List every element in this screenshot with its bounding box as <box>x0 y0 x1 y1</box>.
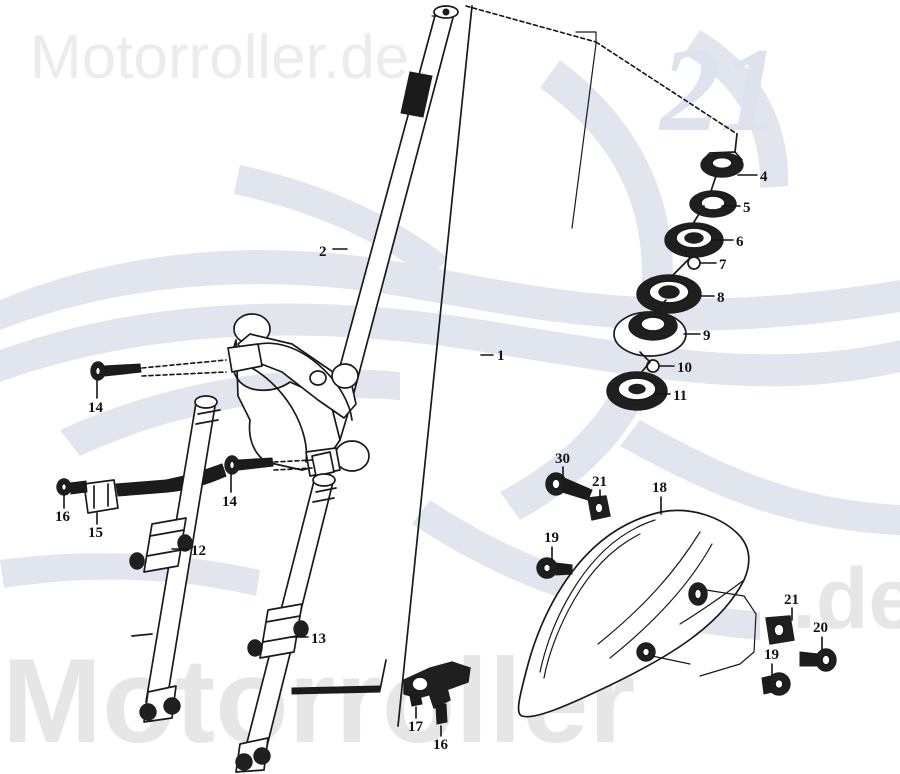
callout-label: 5 <box>743 200 751 216</box>
callout-20[interactable]: 20 <box>813 620 828 651</box>
callout-14-lower[interactable]: 14 <box>222 473 238 510</box>
callout-19-right[interactable]: 19 <box>764 647 779 677</box>
callout-18[interactable]: 18 <box>652 480 667 515</box>
part-14-pinch-bolt-upper <box>90 359 227 381</box>
callout-11[interactable]: 11 <box>655 388 687 404</box>
callout-5[interactable]: 5 <box>721 200 751 216</box>
callout-label: 14 <box>88 400 104 416</box>
callout-label: 21 <box>592 474 607 490</box>
callout-13[interactable]: 13 <box>291 631 326 647</box>
callout-label: 7 <box>719 257 727 273</box>
callout-label: 19 <box>544 530 559 546</box>
part-11-lower-race <box>606 361 668 411</box>
callout-17[interactable]: 17 <box>408 706 424 735</box>
part-4-top-nut <box>700 151 744 178</box>
part-16-guide-screw <box>56 478 88 496</box>
callout-8[interactable]: 8 <box>699 290 725 306</box>
callout-label: 10 <box>677 360 692 376</box>
callout-16-bottom[interactable]: 16 <box>433 725 449 753</box>
callout-label: 20 <box>813 620 828 636</box>
part-bottom-rod <box>291 659 387 695</box>
callout-9[interactable]: 9 <box>683 328 711 344</box>
part-8-bearing-race <box>636 257 702 314</box>
callout-label: 16 <box>55 509 71 525</box>
watermark-right-text: .de <box>792 551 900 647</box>
part-21-fender-nut-upper <box>587 495 611 521</box>
callout-10[interactable]: 10 <box>659 360 692 376</box>
part-19-fender-bolt-left <box>536 557 573 579</box>
part-17-hose-clamp <box>403 661 471 707</box>
callout-label: 17 <box>408 719 424 735</box>
callout-7[interactable]: 7 <box>700 257 727 273</box>
callout-label: 19 <box>764 647 779 663</box>
callout-label: 8 <box>717 290 725 306</box>
part-30-washer-bolt <box>545 472 593 501</box>
callout-4[interactable]: 4 <box>737 169 768 185</box>
callout-1[interactable]: 1 <box>480 348 505 364</box>
callout-label: 18 <box>652 480 667 496</box>
callout-label: 21 <box>784 592 799 608</box>
callout-21-lower[interactable]: 21 <box>784 592 799 621</box>
callout-12[interactable]: 12 <box>171 543 206 559</box>
callout-label: 2 <box>319 244 327 260</box>
part-21-fender-nut-lower <box>765 615 795 645</box>
part-steering-stem <box>397 5 738 727</box>
callout-15[interactable]: 15 <box>88 512 103 541</box>
callout-label: 9 <box>703 328 711 344</box>
callout-label: 4 <box>760 169 768 185</box>
callout-30[interactable]: 30 <box>555 451 570 479</box>
callout-label: 12 <box>191 543 206 559</box>
callout-21-upper[interactable]: 21 <box>592 474 607 501</box>
brand-logo-mark: 21 <box>658 23 780 156</box>
callout-label: 15 <box>88 525 103 541</box>
part-19-fender-bolt-right <box>761 672 791 696</box>
part-stack-bearings <box>606 151 744 411</box>
part-fork-inner-tube <box>319 5 459 441</box>
part-7-steel-ball <box>679 247 701 270</box>
part-12-fork-leg-left <box>129 395 221 723</box>
callout-label: 6 <box>736 234 744 250</box>
callout-label: 1 <box>497 348 505 364</box>
callout-2[interactable]: 2 <box>319 244 348 260</box>
part-20-flange-bolt <box>799 648 837 672</box>
watermark-top-text: Motorroller.de <box>30 23 409 92</box>
svg-text:21: 21 <box>658 23 780 156</box>
part-14-pinch-bolt-lower <box>224 451 335 477</box>
callout-label: 16 <box>433 737 449 753</box>
callout-14-upper[interactable]: 14 <box>88 379 104 416</box>
part-13-fork-leg-right <box>235 473 337 773</box>
callout-6[interactable]: 6 <box>711 234 744 250</box>
part-18-front-fender <box>517 509 757 718</box>
callout-19-left[interactable]: 19 <box>544 530 559 561</box>
callout-label: 11 <box>673 388 687 404</box>
part-9-bearing-cone <box>613 299 687 357</box>
part-16-clamp-screw <box>427 683 451 725</box>
callout-label: 30 <box>555 451 570 467</box>
callout-label: 13 <box>311 631 326 647</box>
callout-label: 14 <box>222 494 238 510</box>
callout-16-left[interactable]: 16 <box>55 494 71 525</box>
